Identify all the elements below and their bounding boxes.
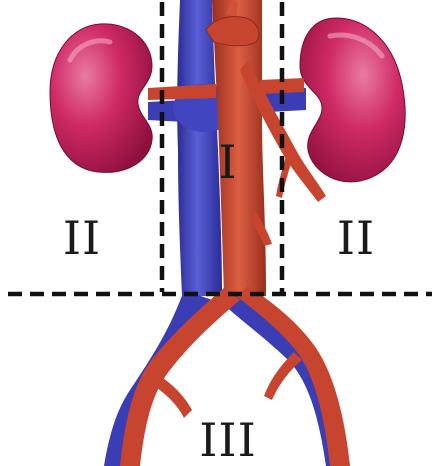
zone-label-right-lateral: II bbox=[337, 211, 375, 265]
right-kidney bbox=[300, 18, 405, 182]
zone-label-central: I bbox=[218, 135, 237, 189]
zone-label-left-lateral: II bbox=[63, 211, 101, 265]
left-kidney bbox=[50, 24, 152, 173]
zone-label-inferior: III bbox=[199, 413, 257, 466]
